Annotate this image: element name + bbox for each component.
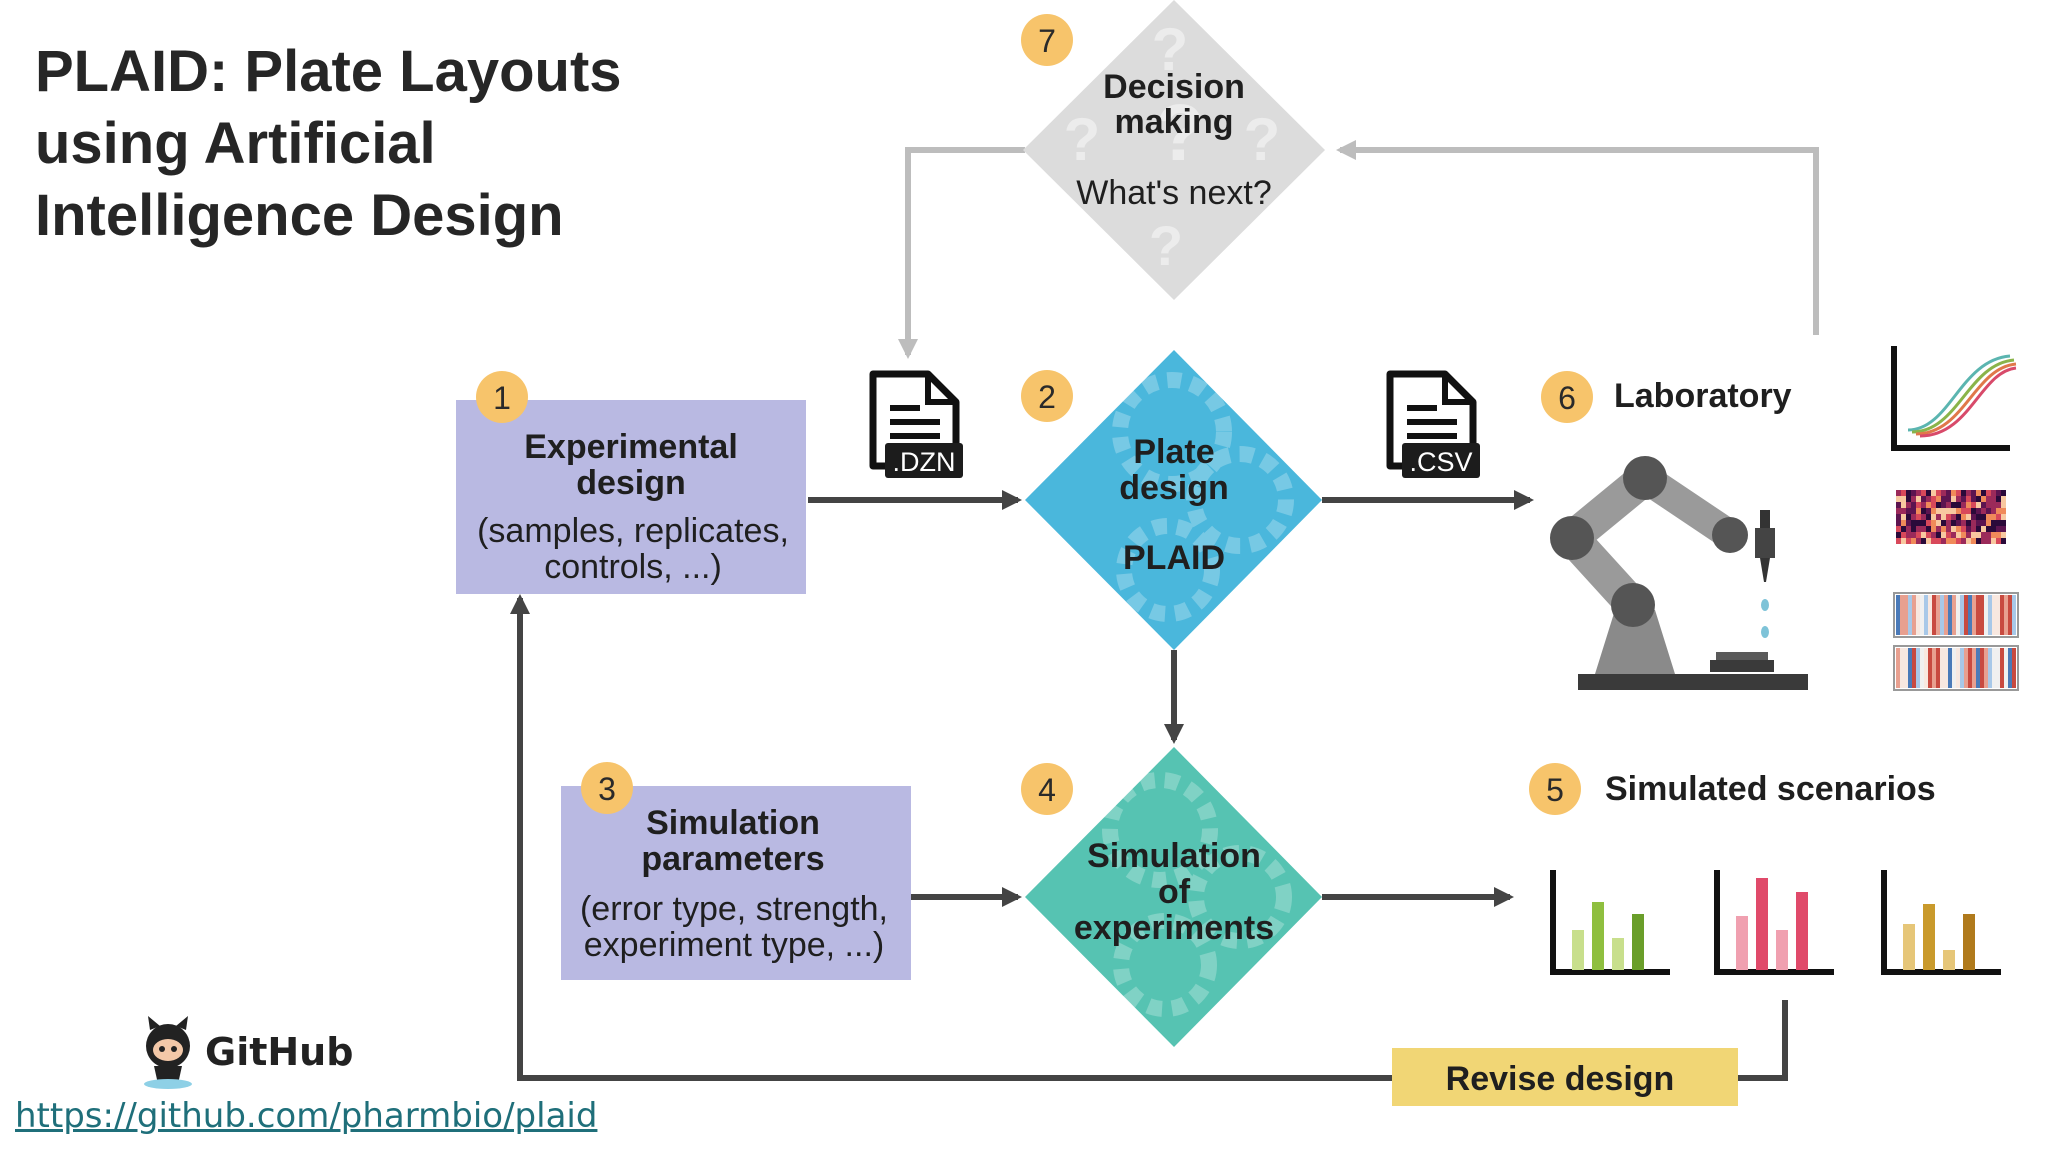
bar-chart-icon [1550,870,1670,975]
github-octocat-icon [144,1016,192,1089]
step-badge-2 [1021,370,1073,422]
csv-file: .CSV [1386,370,1480,478]
github-label: GitHub [205,1030,354,1074]
step-2-plate-design: Plate design PLAID 2 [1021,350,1322,650]
step-7-question: What's next? [1076,174,1271,212]
title-line-3: Intelligence Design [35,183,564,248]
step-3-title-line-1: Simulation [646,804,820,842]
svg-text:?: ? [1064,106,1101,173]
robot-arm-icon [1550,456,1808,690]
revise-design: Revise design [1392,1048,1738,1106]
step-1-number: 1 [493,380,511,416]
step-3-title-line-2: parameters [641,840,824,878]
step-1-desc-line-2: controls, ...) [544,548,722,586]
csv-file-label: .CSV [1409,447,1472,477]
step-1-desc-line-1: (samples, replicates, [477,512,789,550]
github-url-link[interactable]: https://github.com/pharmbio/plaid [15,1096,598,1136]
gear-icon [1102,772,1292,1017]
step-4-title-line-1: Simulation [1087,837,1261,875]
step-1-title-line-2: design [576,464,686,502]
step-4-title-line-2: of [1158,873,1191,911]
step-2-number: 2 [1038,379,1056,415]
step-1-experimental-design: Experimental design (samples, replicates… [456,371,806,594]
dzn-file-label: .DZN [893,447,956,477]
step-badge-1 [476,371,528,423]
step-3-desc-line-2: experiment type, ...) [584,926,884,964]
bar-chart-icon [1881,870,2001,975]
step-7-number: 7 [1038,23,1056,59]
step-6-laboratory: 6 Laboratory [1541,346,2019,691]
step-3-desc-line-1: (error type, strength, [580,890,888,928]
step-4-simulation-of-experiments: Simulation of experiments 4 [1021,747,1322,1047]
step-2-title-line-1: Plate [1133,433,1214,471]
dzn-file: .DZN [869,370,963,478]
bar-chart-icon [1714,870,1834,975]
step-5-number: 5 [1546,772,1564,808]
heatmap-icon [1893,592,2019,638]
title-line-1: PLAID: Plate Layouts [35,39,622,104]
step-2-name: PLAID [1123,539,1225,577]
heatmap-icon [1893,645,2019,691]
step-4-number: 4 [1038,772,1056,808]
step-3-number: 3 [598,771,616,807]
step-badge-3 [581,762,633,814]
step-badge-5 [1529,763,1581,815]
step-4-title-line-3: experiments [1074,909,1274,947]
feedback-arrow-lab-to-decision [1336,140,1819,335]
arrow-revise-loop [520,598,1788,1081]
step-badge-4 [1021,763,1073,815]
svg-text:?: ? [1149,214,1183,277]
gear-icon [1112,372,1294,622]
step-6-number: 6 [1558,380,1576,416]
heatmap-icon [1896,490,2006,544]
revise-design-label: Revise design [1446,1060,1675,1098]
step-7-title-line-1: Decision [1103,68,1245,106]
curve-plot-icon [1891,346,2017,451]
svg-text:?: ? [1152,16,1189,83]
step-6-title: Laboratory [1614,377,1792,415]
page-title: PLAID: Plate Layouts using Artificial In… [35,36,735,252]
feedback-arrow-decision-to-dzn [898,147,1025,359]
step-badge-6 [1541,371,1593,423]
step-2-title-line-2: design [1119,469,1229,507]
step-badge-7 [1021,14,1073,66]
svg-text:?: ? [1244,106,1281,173]
step-1-title-line-1: Experimental [524,428,738,466]
step-7-decision-making: ? ? ? ? ? Decision making What's next? 7 [1021,0,1325,300]
svg-text:?: ? [1156,88,1205,177]
step-5-title: Simulated scenarios [1605,770,1936,808]
question-mark-icon: ? ? ? ? ? [1064,16,1281,277]
title-line-2: using Artificial [35,111,436,176]
step-3-simulation-parameters: Simulation parameters (error type, stren… [561,762,911,980]
step-7-title-line-2: making [1114,103,1233,141]
step-5-simulated-scenarios: 5 Simulated scenarios [1529,763,2001,975]
